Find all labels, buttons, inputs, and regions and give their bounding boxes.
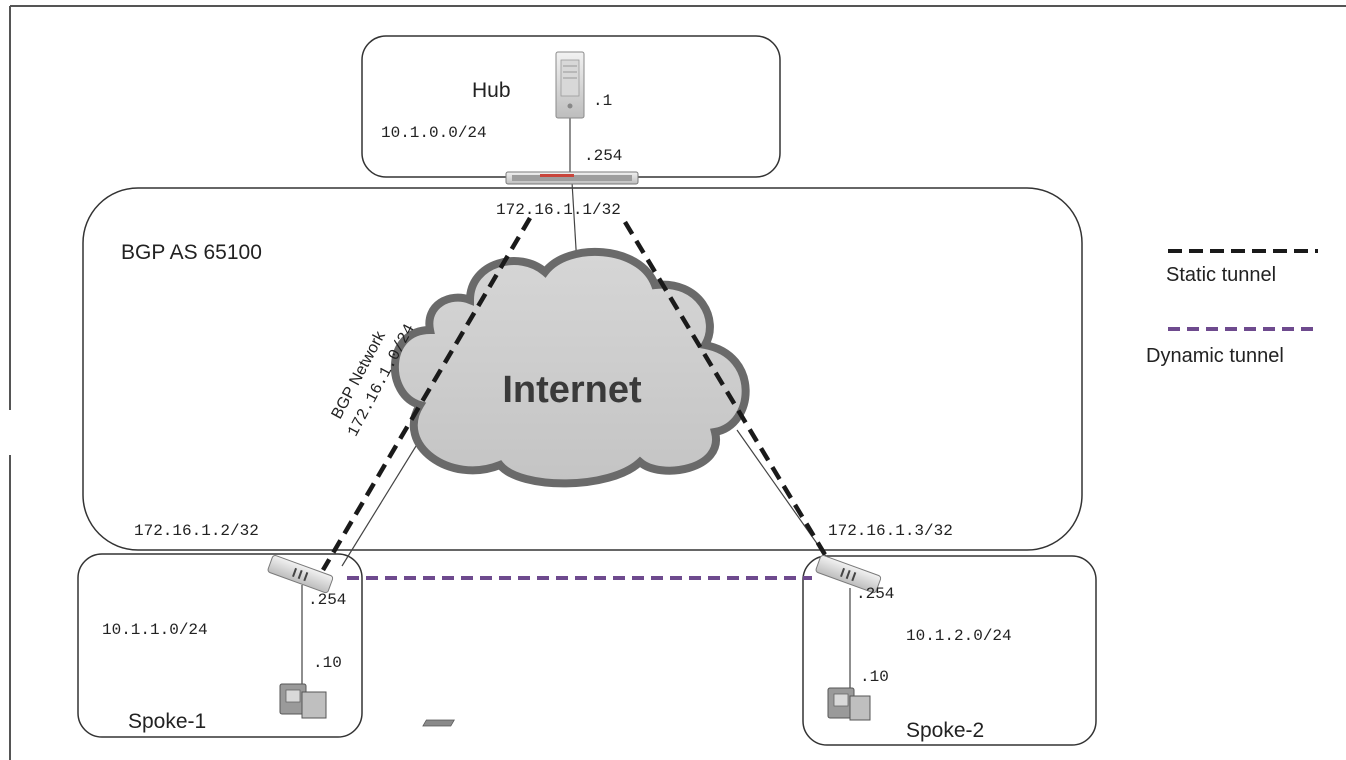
hub-lan-gateway: .254 <box>584 147 622 165</box>
physical-links <box>301 118 851 688</box>
bgp-as-region <box>82 187 1083 551</box>
legend-dynamic-label: Dynamic tunnel <box>1146 345 1284 367</box>
hub-lan-subnet: 10.1.0.0/24 <box>381 124 487 142</box>
spoke2-firewall-icon <box>815 555 882 594</box>
hub-label: Hub <box>472 79 511 102</box>
hub-firewall-icon <box>505 171 639 185</box>
spoke2-site-box <box>802 555 1097 746</box>
spoke2-wan-link <box>736 429 831 563</box>
spoke2-pc-icon <box>422 687 871 727</box>
hub-tunnel-ip: 172.16.1.1/32 <box>496 201 621 219</box>
bgp-as-label: BGP AS 65100 <box>121 241 262 264</box>
legend: Static tunnel Dynamic tunnel <box>1146 249 1318 367</box>
spoke2-pc-host: .10 <box>860 668 889 686</box>
spoke1-lan-gateway: .254 <box>308 591 346 609</box>
spoke1-pc-icon <box>279 683 327 719</box>
static-tunnel-hub-spoke1 <box>321 216 532 572</box>
spoke1-lan-subnet: 10.1.1.0/24 <box>102 621 208 639</box>
spoke1-firewall-icon <box>267 555 334 594</box>
spoke2-lan-subnet: 10.1.2.0/24 <box>906 627 1012 645</box>
internet-label: Internet <box>502 369 642 411</box>
static-tunnels <box>321 216 832 572</box>
hub-server-icon <box>555 51 585 119</box>
spoke2-label: Spoke-2 <box>906 719 984 742</box>
static-tunnel-hub-spoke2 <box>623 220 832 565</box>
outer-frame <box>9 5 1346 760</box>
hub-server-host: .1 <box>593 92 612 110</box>
internet-cloud: Internet <box>390 247 750 488</box>
legend-static-label: Static tunnel <box>1166 264 1276 286</box>
spoke1-wan-link <box>341 424 430 567</box>
spoke2-tunnel-ip: 172.16.1.3/32 <box>828 522 953 540</box>
spoke1-pc-host: .10 <box>313 654 342 672</box>
spoke1-tunnel-ip: 172.16.1.2/32 <box>134 522 259 540</box>
spoke1-label: Spoke-1 <box>128 710 206 733</box>
spoke2-lan-gateway: .254 <box>856 585 894 603</box>
